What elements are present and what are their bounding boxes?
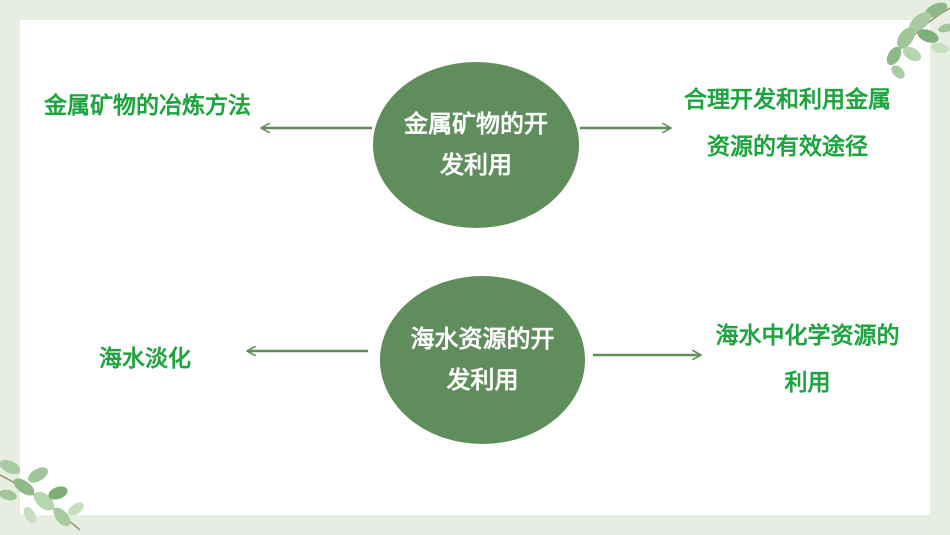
label-metal-resource-use: 合理开发和利用金属资源的有效途径: [684, 87, 891, 160]
label-desalination: 海水淡化: [99, 346, 191, 372]
center-node-seawater-text: 海水资源的开发利用: [410, 325, 555, 394]
leaf-branch-bottom-left-icon: [0, 459, 84, 531]
center-node-mineral: 金属矿物的开发利用: [373, 62, 579, 228]
center-node-mineral-text: 金属矿物的开发利用: [404, 110, 548, 179]
center-node-seawater: 海水资源的开发利用: [380, 276, 585, 444]
label-smelting-methods: 金属矿物的冶炼方法: [44, 93, 251, 119]
label-chemical-resource-use: 海水中化学资源的利用: [715, 323, 900, 396]
